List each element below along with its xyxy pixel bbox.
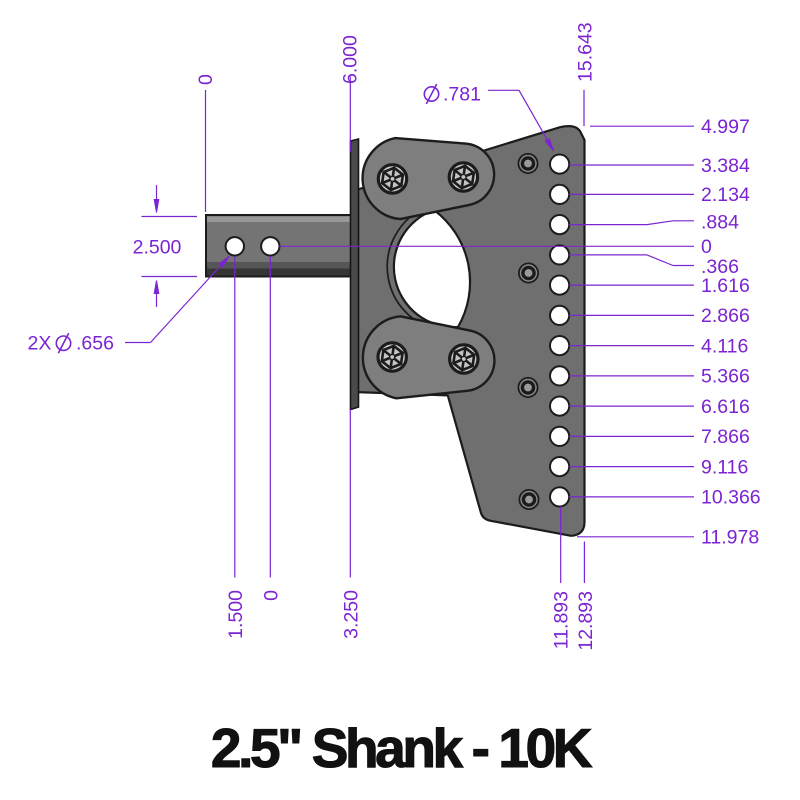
svg-text:4.997: 4.997 <box>701 116 750 138</box>
svg-text:6.616: 6.616 <box>701 396 750 418</box>
svg-text:.781: .781 <box>443 84 481 106</box>
svg-text:0: 0 <box>195 74 217 85</box>
svg-text:10.366: 10.366 <box>701 487 761 509</box>
svg-text:3.384: 3.384 <box>701 155 750 177</box>
svg-text:12.893: 12.893 <box>575 591 597 651</box>
svg-text:.656: .656 <box>76 333 114 355</box>
svg-text:0: 0 <box>701 236 712 258</box>
svg-text:5.366: 5.366 <box>701 366 750 388</box>
svg-text:0: 0 <box>260 590 282 601</box>
svg-text:2.866: 2.866 <box>701 305 750 327</box>
svg-text:.884: .884 <box>701 211 739 233</box>
svg-text:2.134: 2.134 <box>701 184 750 206</box>
svg-text:11.978: 11.978 <box>701 527 759 549</box>
svg-text:1.616: 1.616 <box>701 275 750 297</box>
svg-text:7.866: 7.866 <box>701 426 750 448</box>
svg-text:.366: .366 <box>701 256 739 278</box>
svg-text:6.000: 6.000 <box>340 35 362 84</box>
svg-text:2.500: 2.500 <box>133 237 182 259</box>
svg-text:4.116: 4.116 <box>701 335 748 357</box>
svg-text:11.893: 11.893 <box>551 591 573 649</box>
svg-text:1.500: 1.500 <box>225 590 247 639</box>
svg-text:15.643: 15.643 <box>575 22 597 82</box>
svg-text:9.116: 9.116 <box>701 456 748 478</box>
svg-text:3.250: 3.250 <box>340 590 362 639</box>
svg-text:2X: 2X <box>28 333 52 355</box>
